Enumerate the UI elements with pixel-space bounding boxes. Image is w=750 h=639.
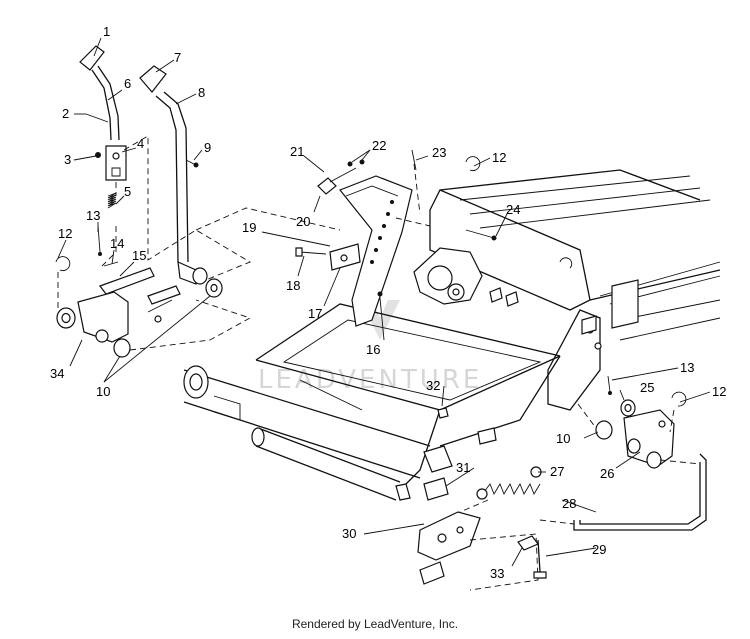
control-quadrant (195, 149, 431, 327)
callout-10-left: 10 (96, 384, 110, 399)
callout-9: 9 (204, 140, 211, 155)
callout-33: 33 (490, 566, 504, 581)
callout-13-left: 13 (86, 208, 100, 223)
hand-lever-assembly (55, 45, 252, 358)
callout-26: 26 (600, 466, 614, 481)
lower-spring-brackets (417, 466, 547, 591)
right-mount-assembly (465, 156, 707, 531)
callout-10-center: 10 (556, 431, 570, 446)
callout-20: 20 (296, 214, 310, 229)
callout-28: 28 (562, 496, 576, 511)
callout-3: 3 (64, 152, 71, 167)
callout-32: 32 (426, 378, 440, 393)
callout-labels: 1 2 3 4 5 6 7 8 9 10 10 10 12 12 12 13 1… (50, 24, 726, 581)
callout-17: 17 (308, 306, 322, 321)
callout-21: 21 (290, 144, 304, 159)
callout-34: 34 (50, 366, 64, 381)
callout-19: 19 (242, 220, 256, 235)
leader-lines (57, 37, 711, 567)
callout-1: 1 (103, 24, 110, 39)
callout-14: 14 (110, 236, 124, 251)
callout-15: 15 (132, 248, 146, 263)
callout-8: 8 (198, 85, 205, 100)
callout-5: 5 (124, 184, 131, 199)
callout-2: 2 (62, 106, 69, 121)
callout-18: 18 (286, 278, 300, 293)
callout-24: 24 (506, 202, 520, 217)
callout-7: 7 (174, 50, 181, 65)
callout-27: 27 (550, 464, 564, 479)
footer-credit: Rendered by LeadVenture, Inc. (291, 617, 459, 631)
callout-31: 31 (456, 460, 470, 475)
callout-13-right: 13 (680, 360, 694, 375)
callout-12-top: 12 (492, 150, 506, 165)
callout-22: 22 (372, 138, 386, 153)
callout-12-right: 12 (712, 384, 726, 399)
callout-25: 25 (640, 380, 654, 395)
main-frame (183, 169, 721, 501)
callout-23: 23 (432, 145, 446, 160)
callout-4: 4 (137, 136, 144, 151)
callout-29: 29 (592, 542, 606, 557)
callout-12-left: 12 (58, 226, 72, 241)
callout-30: 30 (342, 526, 356, 541)
callout-16: 16 (366, 342, 380, 357)
callout-6: 6 (124, 76, 131, 91)
